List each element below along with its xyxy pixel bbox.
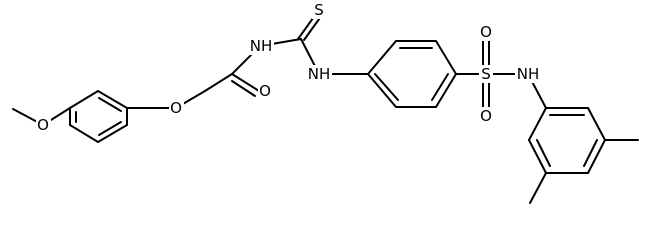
bond-methyl-lower bbox=[529, 172, 547, 204]
bond-carbonyl-o-1 bbox=[231, 73, 260, 92]
svg-text:NH: NH bbox=[308, 65, 331, 83]
molecule-canvas: O O O NH S NH S O bbox=[12, 1, 639, 204]
molecule-diagram: O O O NH S NH S O bbox=[12, 1, 639, 204]
svg-text:O: O bbox=[480, 23, 492, 41]
dimethylphenyl-ring bbox=[528, 107, 606, 174]
bond-carbonyl-o-2 bbox=[231, 80, 256, 97]
svg-text:O: O bbox=[37, 116, 49, 134]
svg-text:S: S bbox=[481, 65, 491, 83]
svg-text:O: O bbox=[170, 99, 182, 117]
atom-label-layer: O O O NH S NH S O bbox=[36, 1, 541, 134]
sulfonyl-oxygen-top-atom: O bbox=[479, 23, 494, 41]
amide-nh-atom: NH bbox=[248, 37, 274, 55]
sulfonyl-oxygen-bottom-atom: O bbox=[479, 107, 494, 125]
phenylene-ring bbox=[367, 40, 457, 108]
svg-text:NH: NH bbox=[250, 37, 273, 55]
svg-text:NH: NH bbox=[517, 65, 540, 83]
thio-sulfur-atom: S bbox=[312, 1, 326, 19]
bond-ch2-carbonyl bbox=[204, 73, 233, 92]
ether-oxygen-atom: O bbox=[169, 99, 184, 117]
bond-layer bbox=[12, 13, 639, 204]
sulfonamide-nh-atom: NH bbox=[515, 65, 541, 83]
methoxy-oxygen-atom: O bbox=[36, 116, 51, 134]
methoxyphenyl-ring bbox=[69, 90, 128, 143]
sulfonyl-sulfur-atom: S bbox=[479, 65, 493, 83]
svg-text:S: S bbox=[314, 1, 324, 19]
svg-text:O: O bbox=[480, 107, 492, 125]
thio-nh-atom: NH bbox=[306, 65, 332, 83]
bond-thio-s-2 bbox=[303, 14, 323, 41]
svg-text:O: O bbox=[259, 82, 271, 100]
carbonyl-oxygen-atom: O bbox=[258, 82, 273, 100]
